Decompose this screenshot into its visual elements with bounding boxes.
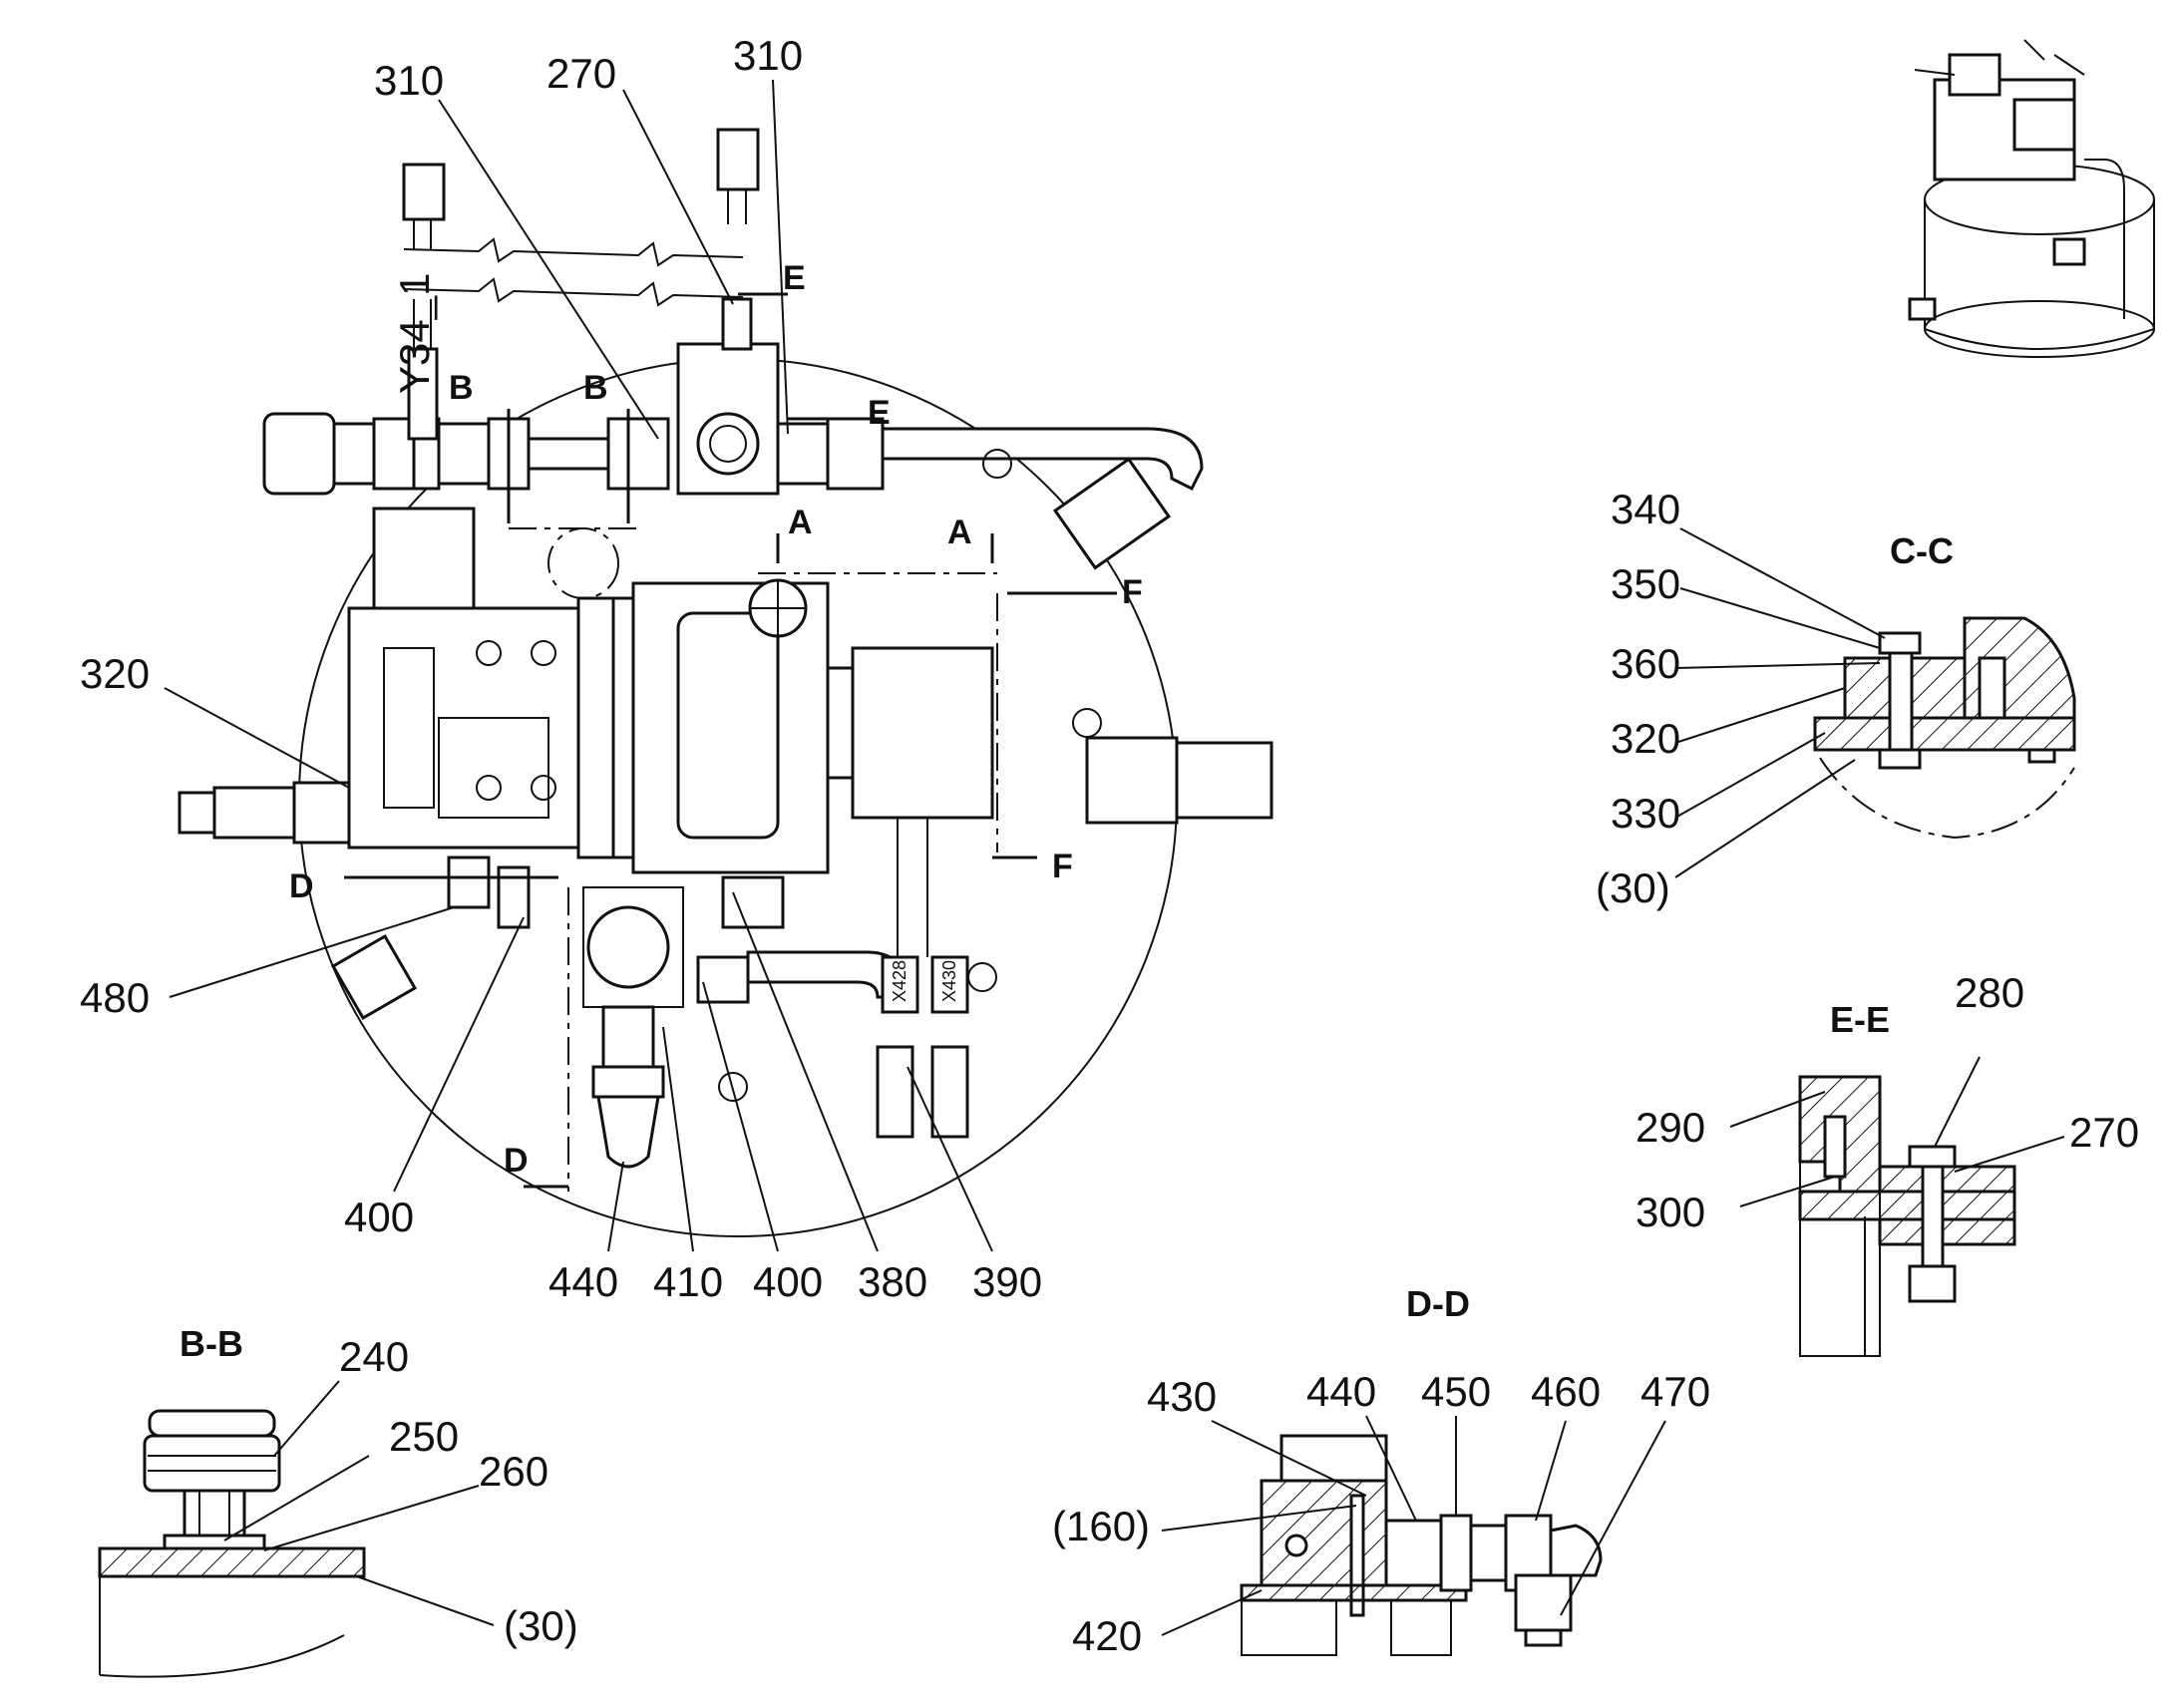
- wire-connector-left: [402, 163, 446, 249]
- marker-d-top: D: [289, 867, 314, 905]
- section-d-d: D-D 430 440 450 460 470 (160) 420: [1052, 1283, 1710, 1659]
- wire-tag-x430-label: X430: [939, 960, 959, 1002]
- solenoid-coil: [372, 507, 476, 610]
- callout-300: 300: [1635, 1189, 1705, 1235]
- callout-270: 270: [546, 50, 616, 97]
- section-c-c-title: C-C: [1890, 530, 1954, 571]
- section-b-b-title: B-B: [180, 1323, 243, 1364]
- callout-30-cc: (30): [1596, 864, 1670, 911]
- right-fittings: [330, 457, 1273, 1021]
- wire-tag-x430: [930, 955, 969, 1014]
- callout-270-ee: 270: [2069, 1109, 2139, 1156]
- marker-a-right: A: [947, 513, 972, 551]
- callout-440: 440: [548, 1258, 618, 1305]
- lower-unit: X428 X430: [582, 449, 1102, 1169]
- callout-400-right: 400: [753, 1258, 823, 1305]
- section-e-e: E-E 280 290 270 300: [1635, 969, 2139, 1357]
- callout-440-dd: 440: [1306, 1368, 1376, 1415]
- callout-460: 460: [1531, 1368, 1601, 1415]
- callout-380: 380: [858, 1258, 927, 1305]
- callout-320-cc: 320: [1611, 715, 1680, 762]
- callout-410: 410: [653, 1258, 723, 1305]
- callout-250: 250: [389, 1413, 459, 1460]
- wire-tag-y34: [407, 347, 439, 441]
- callout-360: 360: [1611, 640, 1680, 687]
- callout-280: 280: [1955, 969, 2024, 1016]
- marker-a-left: A: [788, 504, 813, 541]
- section-b-b: B-B 240 250 260 (30): [98, 1323, 578, 1678]
- wire-connector-right: [716, 128, 760, 224]
- callout-400-left: 400: [344, 1194, 414, 1240]
- marker-d-bottom: D: [504, 1142, 529, 1180]
- isometric-thumbnail: [1908, 39, 2155, 358]
- main-assembly-view: Y34_1: [80, 32, 1273, 1305]
- marker-f-bottom: F: [1052, 848, 1073, 885]
- pump-body: [178, 578, 994, 929]
- callout-320: 320: [80, 650, 150, 697]
- callout-330: 330: [1611, 790, 1680, 837]
- callout-340: 340: [1611, 486, 1680, 532]
- callout-470: 470: [1640, 1368, 1710, 1415]
- callout-260: 260: [479, 1448, 548, 1495]
- section-cut-lines: [344, 292, 1117, 1192]
- callout-420: 420: [1072, 1612, 1142, 1659]
- callout-160: (160): [1052, 1503, 1150, 1549]
- section-d-d-title: D-D: [1406, 1283, 1470, 1324]
- marker-e-right: E: [868, 394, 891, 432]
- break-line-bottom: [403, 277, 744, 307]
- main-leader-lines: [164, 79, 993, 1252]
- marker-e-top: E: [783, 259, 806, 297]
- callout-350: 350: [1611, 560, 1680, 607]
- wire-tag-x428-label: X428: [890, 960, 909, 1002]
- callout-30-bb: (30): [504, 1602, 578, 1649]
- callout-310-left: 310: [374, 57, 444, 104]
- wire-tag-x428: [881, 955, 919, 1014]
- section-c-c: C-C 340 350 360 320 330 (30): [1596, 486, 2076, 911]
- marker-b-right: B: [583, 369, 608, 407]
- marker-f-top: F: [1122, 573, 1143, 611]
- callout-310-right: 310: [733, 32, 803, 79]
- section-e-e-title: E-E: [1830, 999, 1890, 1040]
- wire-tag-y34-label: Y34_1: [391, 273, 438, 394]
- top-pipe-assembly: Y34_1: [262, 273, 1204, 496]
- break-line-top: [403, 237, 744, 267]
- callout-430: 430: [1147, 1373, 1217, 1420]
- callout-480: 480: [80, 974, 150, 1021]
- callout-240: 240: [339, 1333, 409, 1380]
- callout-450: 450: [1421, 1368, 1491, 1415]
- callout-390: 390: [972, 1258, 1042, 1305]
- marker-b-left: B: [449, 369, 474, 407]
- callout-290: 290: [1635, 1104, 1705, 1151]
